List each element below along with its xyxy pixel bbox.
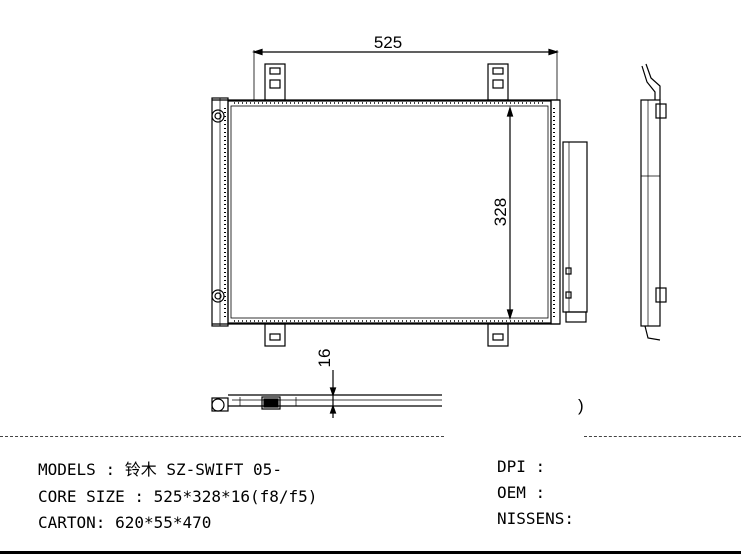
dpi-row: DPI : xyxy=(497,459,545,475)
lower-port-icon xyxy=(211,289,225,303)
thickness-label: 16 xyxy=(315,349,334,368)
carton-label: CARTON: xyxy=(38,513,106,532)
dpi-label: DPI xyxy=(497,457,526,476)
width-label: 525 xyxy=(374,33,402,52)
paren-mark: ) xyxy=(578,396,584,415)
front-view xyxy=(211,63,588,347)
bottom-bracket-right xyxy=(487,323,509,347)
core-size-label: CORE SIZE xyxy=(38,487,125,506)
nissens-label: NISSENS: xyxy=(497,509,575,528)
core-size-value: 525*328*16(f8/f5) xyxy=(153,487,318,506)
receiver-drier xyxy=(562,141,588,313)
condenser-drawing: 525 328 16 ) xyxy=(211,33,667,418)
models-row: MODELS : 铃木 SZ-SWIFT 05- xyxy=(38,462,282,478)
carton-value: 620*55*470 xyxy=(115,513,212,532)
nissens-row: NISSENS: xyxy=(497,511,574,527)
bottom-bracket-left xyxy=(264,323,286,347)
bottom-rule xyxy=(0,551,741,554)
height-dimension xyxy=(506,105,514,321)
models-sep: : xyxy=(105,460,116,479)
height-label: 328 xyxy=(491,198,510,226)
models-label: MODELS xyxy=(38,460,96,479)
dpi-sep: : xyxy=(535,457,546,476)
top-bracket-left xyxy=(264,63,286,101)
oem-sep: : xyxy=(535,483,546,502)
bottom-view xyxy=(211,394,442,412)
side-view xyxy=(640,63,667,341)
thickness-dimension xyxy=(329,370,337,418)
models-value: 铃木 SZ-SWIFT 05- xyxy=(124,460,282,479)
core-size-row: CORE SIZE : 525*328*16(f8/f5) xyxy=(38,489,317,505)
oem-label: OEM xyxy=(497,483,526,502)
separator-left xyxy=(0,436,444,437)
width-dimension xyxy=(251,48,560,100)
oem-row: OEM : xyxy=(497,485,545,501)
upper-port-icon xyxy=(211,109,225,123)
top-bracket-right xyxy=(487,63,509,101)
core-size-sep: : xyxy=(134,487,144,506)
separator-right xyxy=(584,436,741,437)
carton-row: CARTON: 620*55*470 xyxy=(38,515,211,531)
